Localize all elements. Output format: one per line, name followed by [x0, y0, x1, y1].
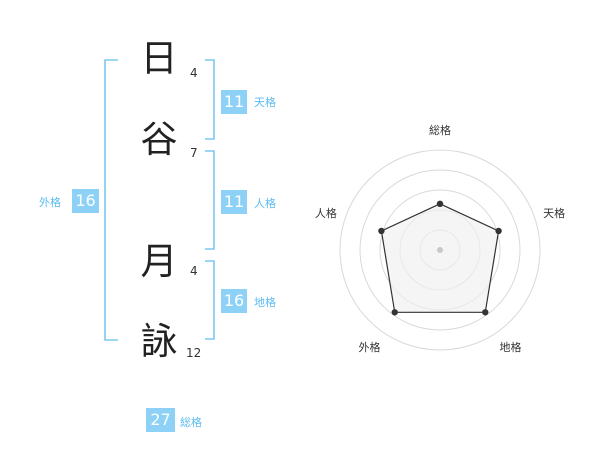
chikaku-bracket: [205, 260, 215, 340]
gaikaku-badge: 16: [72, 189, 99, 213]
radar-axis-label-3: 外格: [358, 340, 380, 354]
tenkaku-label: 天格: [254, 96, 276, 109]
stroke-count-3: 4: [190, 264, 198, 278]
chikaku-badge: 16: [221, 289, 247, 313]
radar-center-dot: [437, 247, 443, 253]
radar-grid-ring: [359, 169, 521, 331]
radar-point-2: [482, 309, 489, 316]
tenkaku-bracket: [205, 59, 215, 140]
gaikaku-label: 外格: [39, 196, 61, 209]
stroke-count-4: 12: [186, 346, 202, 360]
radar-point-1: [495, 227, 502, 235]
gaikaku-bracket: [104, 59, 118, 341]
tenkaku-badge: 11: [221, 90, 247, 114]
jinkaku-label: 人格: [254, 197, 276, 210]
soukaku-badge: 27: [146, 408, 175, 432]
radar-series-area: [380, 203, 500, 313]
radar-axis-label-0: 総格: [429, 123, 451, 137]
name-char-4: 詠: [140, 320, 178, 363]
name-char-2: 谷: [140, 118, 178, 161]
radar-point-4: [378, 227, 385, 235]
radar-axis-label-4: 人格: [315, 206, 337, 220]
radar-point-0: [436, 200, 444, 207]
stroke-count-1: 4: [190, 66, 198, 80]
radar-axis-label-2: 地格: [500, 340, 522, 354]
radar-grid-ring: [339, 149, 541, 351]
chikaku-label: 地格: [254, 296, 276, 309]
stroke-count-2: 7: [190, 146, 198, 160]
name-char-3: 月: [140, 240, 178, 283]
jinkaku-badge: 11: [221, 190, 247, 214]
radar-point-3: [391, 309, 398, 316]
name-char-1: 日: [140, 37, 178, 80]
soukaku-label: 総格: [180, 416, 202, 429]
radar-axis-label-1: 天格: [543, 206, 565, 220]
jinkaku-bracket: [205, 150, 215, 250]
